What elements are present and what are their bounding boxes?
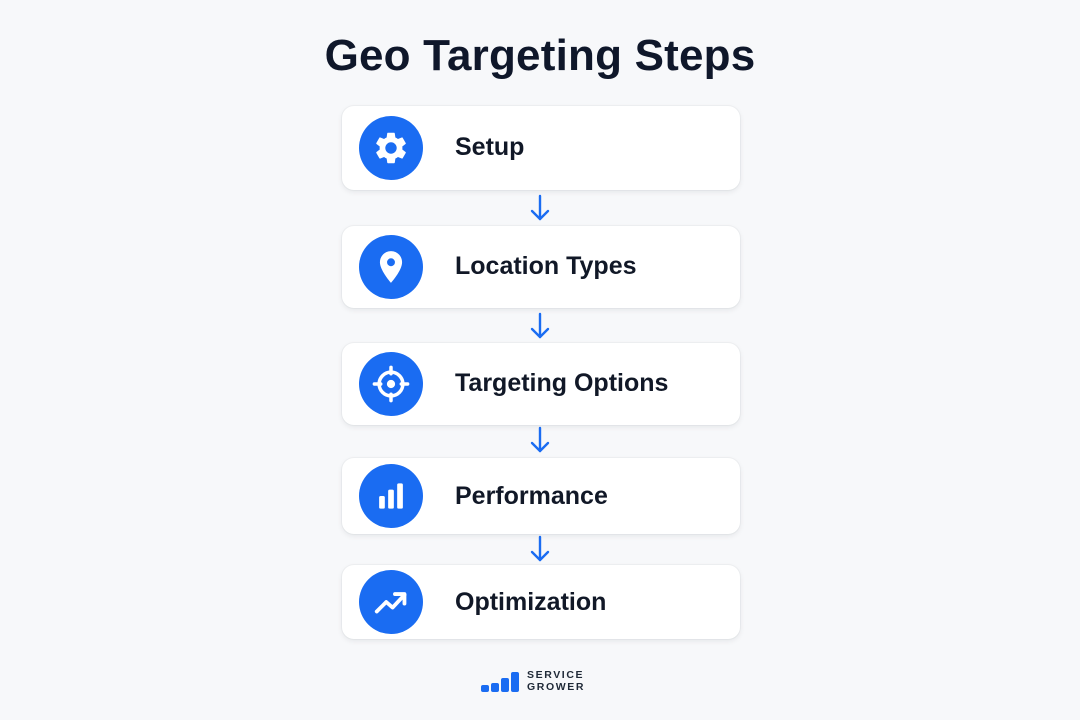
brand-name: SERVICE GROWER: [527, 669, 585, 693]
crosshair-icon: [359, 352, 423, 416]
page-title: Geo Targeting Steps: [324, 31, 756, 80]
brand-line-2: GROWER: [527, 681, 586, 693]
step-card-location-types: Location Types: [342, 226, 740, 308]
arrow-down-icon: [528, 311, 552, 341]
step-label-setup: Setup: [455, 133, 525, 161]
step-label-performance: Performance: [455, 482, 608, 510]
step-card-targeting-options: Targeting Options: [342, 343, 740, 425]
step-label-location-types: Location Types: [455, 252, 637, 280]
gear-icon: [359, 116, 423, 180]
arrow-down-icon: [528, 534, 552, 564]
step-label-targeting-options: Targeting Options: [455, 369, 669, 397]
step-card-optimization: Optimization: [342, 565, 740, 639]
trending-up-icon: [359, 570, 423, 634]
signal-bars-icon: [481, 670, 521, 692]
brand-logo: SERVICE GROWER: [481, 669, 585, 693]
step-card-performance: Performance: [342, 458, 740, 534]
arrow-down-icon: [528, 193, 552, 223]
arrow-down-icon: [528, 425, 552, 455]
bar-chart-icon: [359, 464, 423, 528]
step-label-optimization: Optimization: [455, 588, 607, 616]
brand-line-1: SERVICE: [527, 669, 585, 681]
map-pin-icon: [359, 235, 423, 299]
step-card-setup: Setup: [342, 106, 740, 190]
